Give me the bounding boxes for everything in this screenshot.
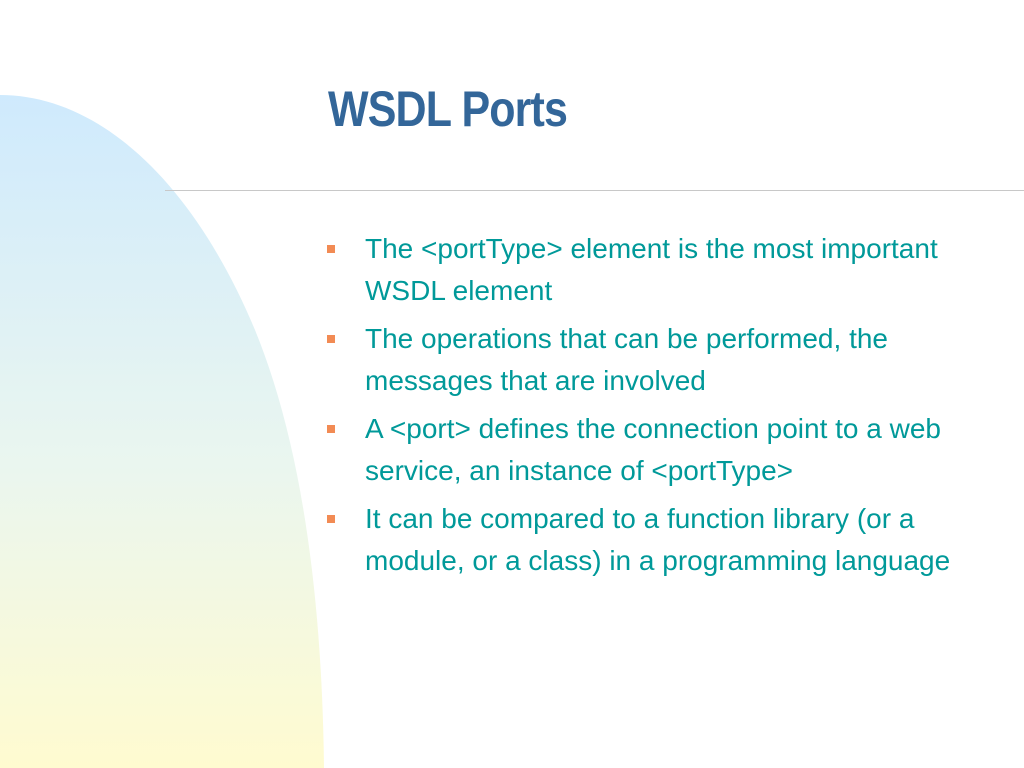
bullet-item: A <port> defines the connection point to… [327,408,997,492]
bullet-item: The <portType> element is the most impor… [327,228,997,312]
bullet-text: A <port> defines the connection point to… [365,413,941,486]
bullet-item: The operations that can be performed, th… [327,318,997,402]
bullet-item: It can be compared to a function library… [327,498,997,582]
square-bullet-icon [327,515,335,523]
slide-title: WSDL Ports [328,81,568,137]
square-bullet-icon [327,245,335,253]
bullet-text: The operations that can be performed, th… [365,323,888,396]
square-bullet-icon [327,335,335,343]
title-divider [165,190,1024,191]
bullet-list: The <portType> element is the most impor… [327,228,997,588]
bullet-text: The <portType> element is the most impor… [365,233,938,306]
square-bullet-icon [327,425,335,433]
bullet-text: It can be compared to a function library… [365,503,951,576]
arc-shape [0,95,324,768]
